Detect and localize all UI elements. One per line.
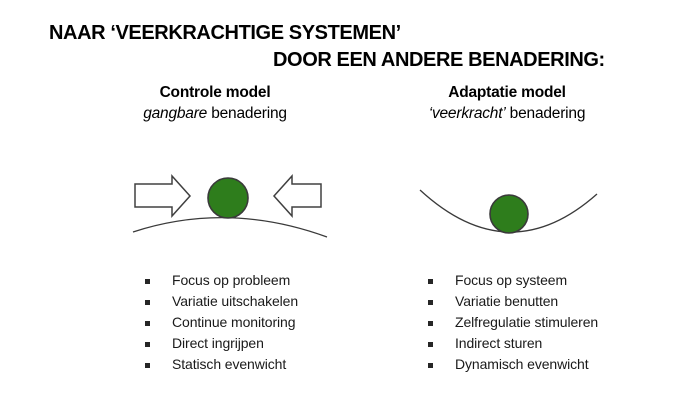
list-item-label: Variatie uitschakelen — [172, 293, 299, 309]
list-item-label: Zelfregulatie stimuleren — [455, 314, 599, 330]
list-item-label: Dynamisch evenwicht — [455, 356, 589, 372]
list-item: Variatie uitschakelen — [145, 291, 298, 312]
list-item: Variatie benutten — [428, 291, 598, 312]
column-heading: Controle model — [159, 84, 271, 101]
list-item-label: Variatie benutten — [455, 293, 559, 309]
column-header-adaptatie-model: Adaptatie model ‘veerkracht’ benadering — [357, 82, 657, 124]
square-bullet-icon — [428, 320, 433, 326]
list-item: Indirect sturen — [428, 333, 598, 354]
square-bullet-icon — [145, 299, 150, 305]
square-bullet-icon — [428, 362, 433, 368]
list-item: Dynamisch evenwicht — [428, 354, 598, 375]
square-bullet-icon — [428, 299, 433, 305]
square-bullet-icon — [145, 362, 150, 368]
push-arrow-left-icon — [272, 174, 322, 218]
list-item: Focus op systeem — [428, 270, 598, 291]
list-item: Statisch evenwicht — [145, 354, 298, 375]
column-heading: Adaptatie model — [448, 84, 566, 101]
square-bullet-icon — [145, 278, 150, 284]
square-bullet-icon — [428, 341, 433, 347]
column-header-controle-model: Controle model gangbare benadering — [65, 82, 365, 124]
controle-model-bullet-list: Focus op probleem Variatie uitschakelen … — [145, 270, 298, 375]
square-bullet-icon — [145, 341, 150, 347]
column-subheading: gangbare benadering — [65, 103, 365, 124]
models-diagram — [132, 174, 598, 238]
subheading-italic-part: ‘veerkracht’ — [428, 105, 506, 122]
ball-on-hill-icon — [207, 177, 249, 219]
list-item: Direct ingrijpen — [145, 333, 298, 354]
list-item: Focus op probleem — [145, 270, 298, 291]
list-item: Zelfregulatie stimuleren — [428, 312, 598, 333]
column-subheading: ‘veerkracht’ benadering — [357, 103, 657, 124]
list-item-label: Continue monitoring — [172, 314, 296, 330]
list-item-label: Focus op systeem — [455, 272, 567, 288]
list-item-label: Statisch evenwicht — [172, 356, 287, 372]
square-bullet-icon — [145, 320, 150, 326]
subheading-italic-part: gangbare — [143, 105, 208, 122]
list-item-label: Focus op probleem — [172, 272, 291, 288]
slide-title-line-1: NAAR ‘VEERKRACHTIGE SYSTEMEN’ — [49, 22, 401, 44]
subheading-regular-part: benadering — [505, 105, 586, 122]
ball-in-valley-icon — [489, 194, 529, 234]
list-item: Continue monitoring — [145, 312, 298, 333]
push-arrow-right-icon — [134, 174, 192, 218]
list-item-label: Indirect sturen — [455, 335, 543, 351]
hill-curve — [132, 217, 328, 238]
subheading-regular-part: benadering — [207, 105, 287, 122]
slide-title-line-2: DOOR EEN ANDERE BENADERING: — [273, 49, 605, 71]
list-item-label: Direct ingrijpen — [172, 335, 264, 351]
square-bullet-icon — [428, 278, 433, 284]
adaptatie-model-bullet-list: Focus op systeem Variatie benutten Zelfr… — [428, 270, 598, 375]
